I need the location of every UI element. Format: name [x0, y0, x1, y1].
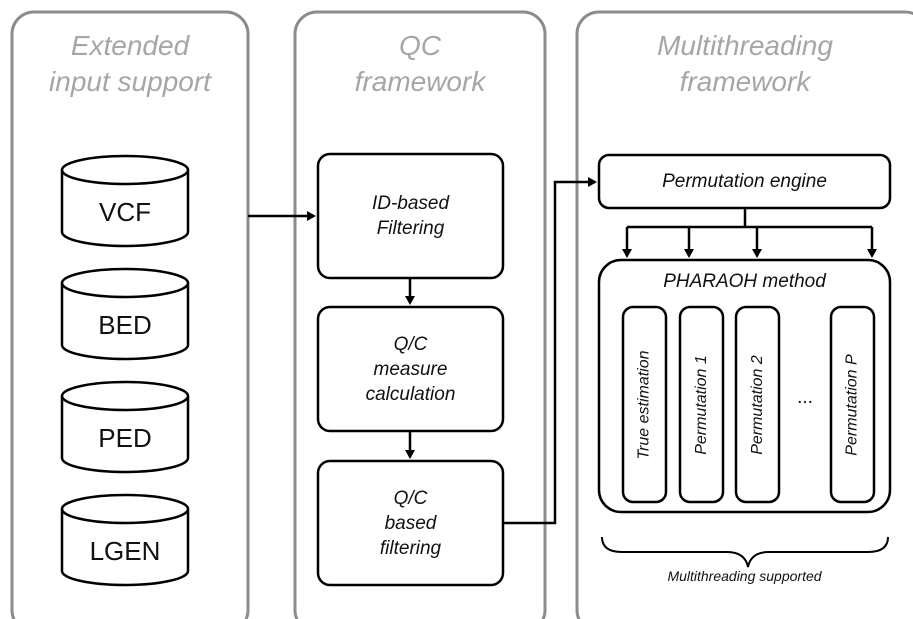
multithreading-brace [601, 536, 889, 568]
database-label-lgen: LGEN [89, 535, 161, 566]
column-label-permutation-1: Permutation 1 [692, 354, 710, 455]
column-label-permutation-2: Permutation 2 [748, 354, 766, 455]
qc-step-label-id-filtering: ID-based Filtering [371, 193, 450, 239]
method-column-permutation-p [829, 305, 876, 504]
panel-title-qc-framework: QC framework [354, 30, 486, 97]
panel-input-support [10, 10, 250, 619]
panel-multithreading-framework [575, 10, 913, 619]
qc-step-label-based-filtering: Q/C based filtering [379, 487, 442, 559]
database-label-vcf: VCF [99, 196, 151, 227]
qc-step-label-measure-calculation: Q/C measure calculation [365, 333, 456, 405]
database-label-bed: BED [98, 309, 152, 340]
method-column-permutation-1 [678, 305, 725, 504]
arrow-qc-to-permutation-engine [503, 177, 597, 525]
arrow-engine-distribution [627, 208, 872, 229]
method-column-permutation-2 [734, 305, 781, 504]
database-cylinder-vcf [60, 154, 190, 248]
database-cylinder-bed [60, 267, 190, 361]
column-label-permutation-p: Permutation P [843, 353, 861, 456]
panel-title-multithreading-framework: Multithreading framework [657, 30, 833, 97]
pharaoh-method-title: PHARAOH method [663, 270, 826, 292]
panel-title-input-support: Extended input support [49, 30, 211, 97]
database-label-ped: PED [98, 422, 152, 453]
method-column-true-estimation [621, 305, 668, 504]
multithreading-caption: Multithreading supported [667, 568, 822, 584]
panel-qc-framework [293, 10, 547, 619]
database-cylinder-lgen [60, 493, 190, 587]
column-label-true-estimation: True estimation [635, 349, 653, 460]
database-cylinder-ped [60, 380, 190, 474]
columns-ellipsis: ... [797, 386, 813, 408]
permutation-engine-label: Permutation engine [662, 171, 827, 192]
